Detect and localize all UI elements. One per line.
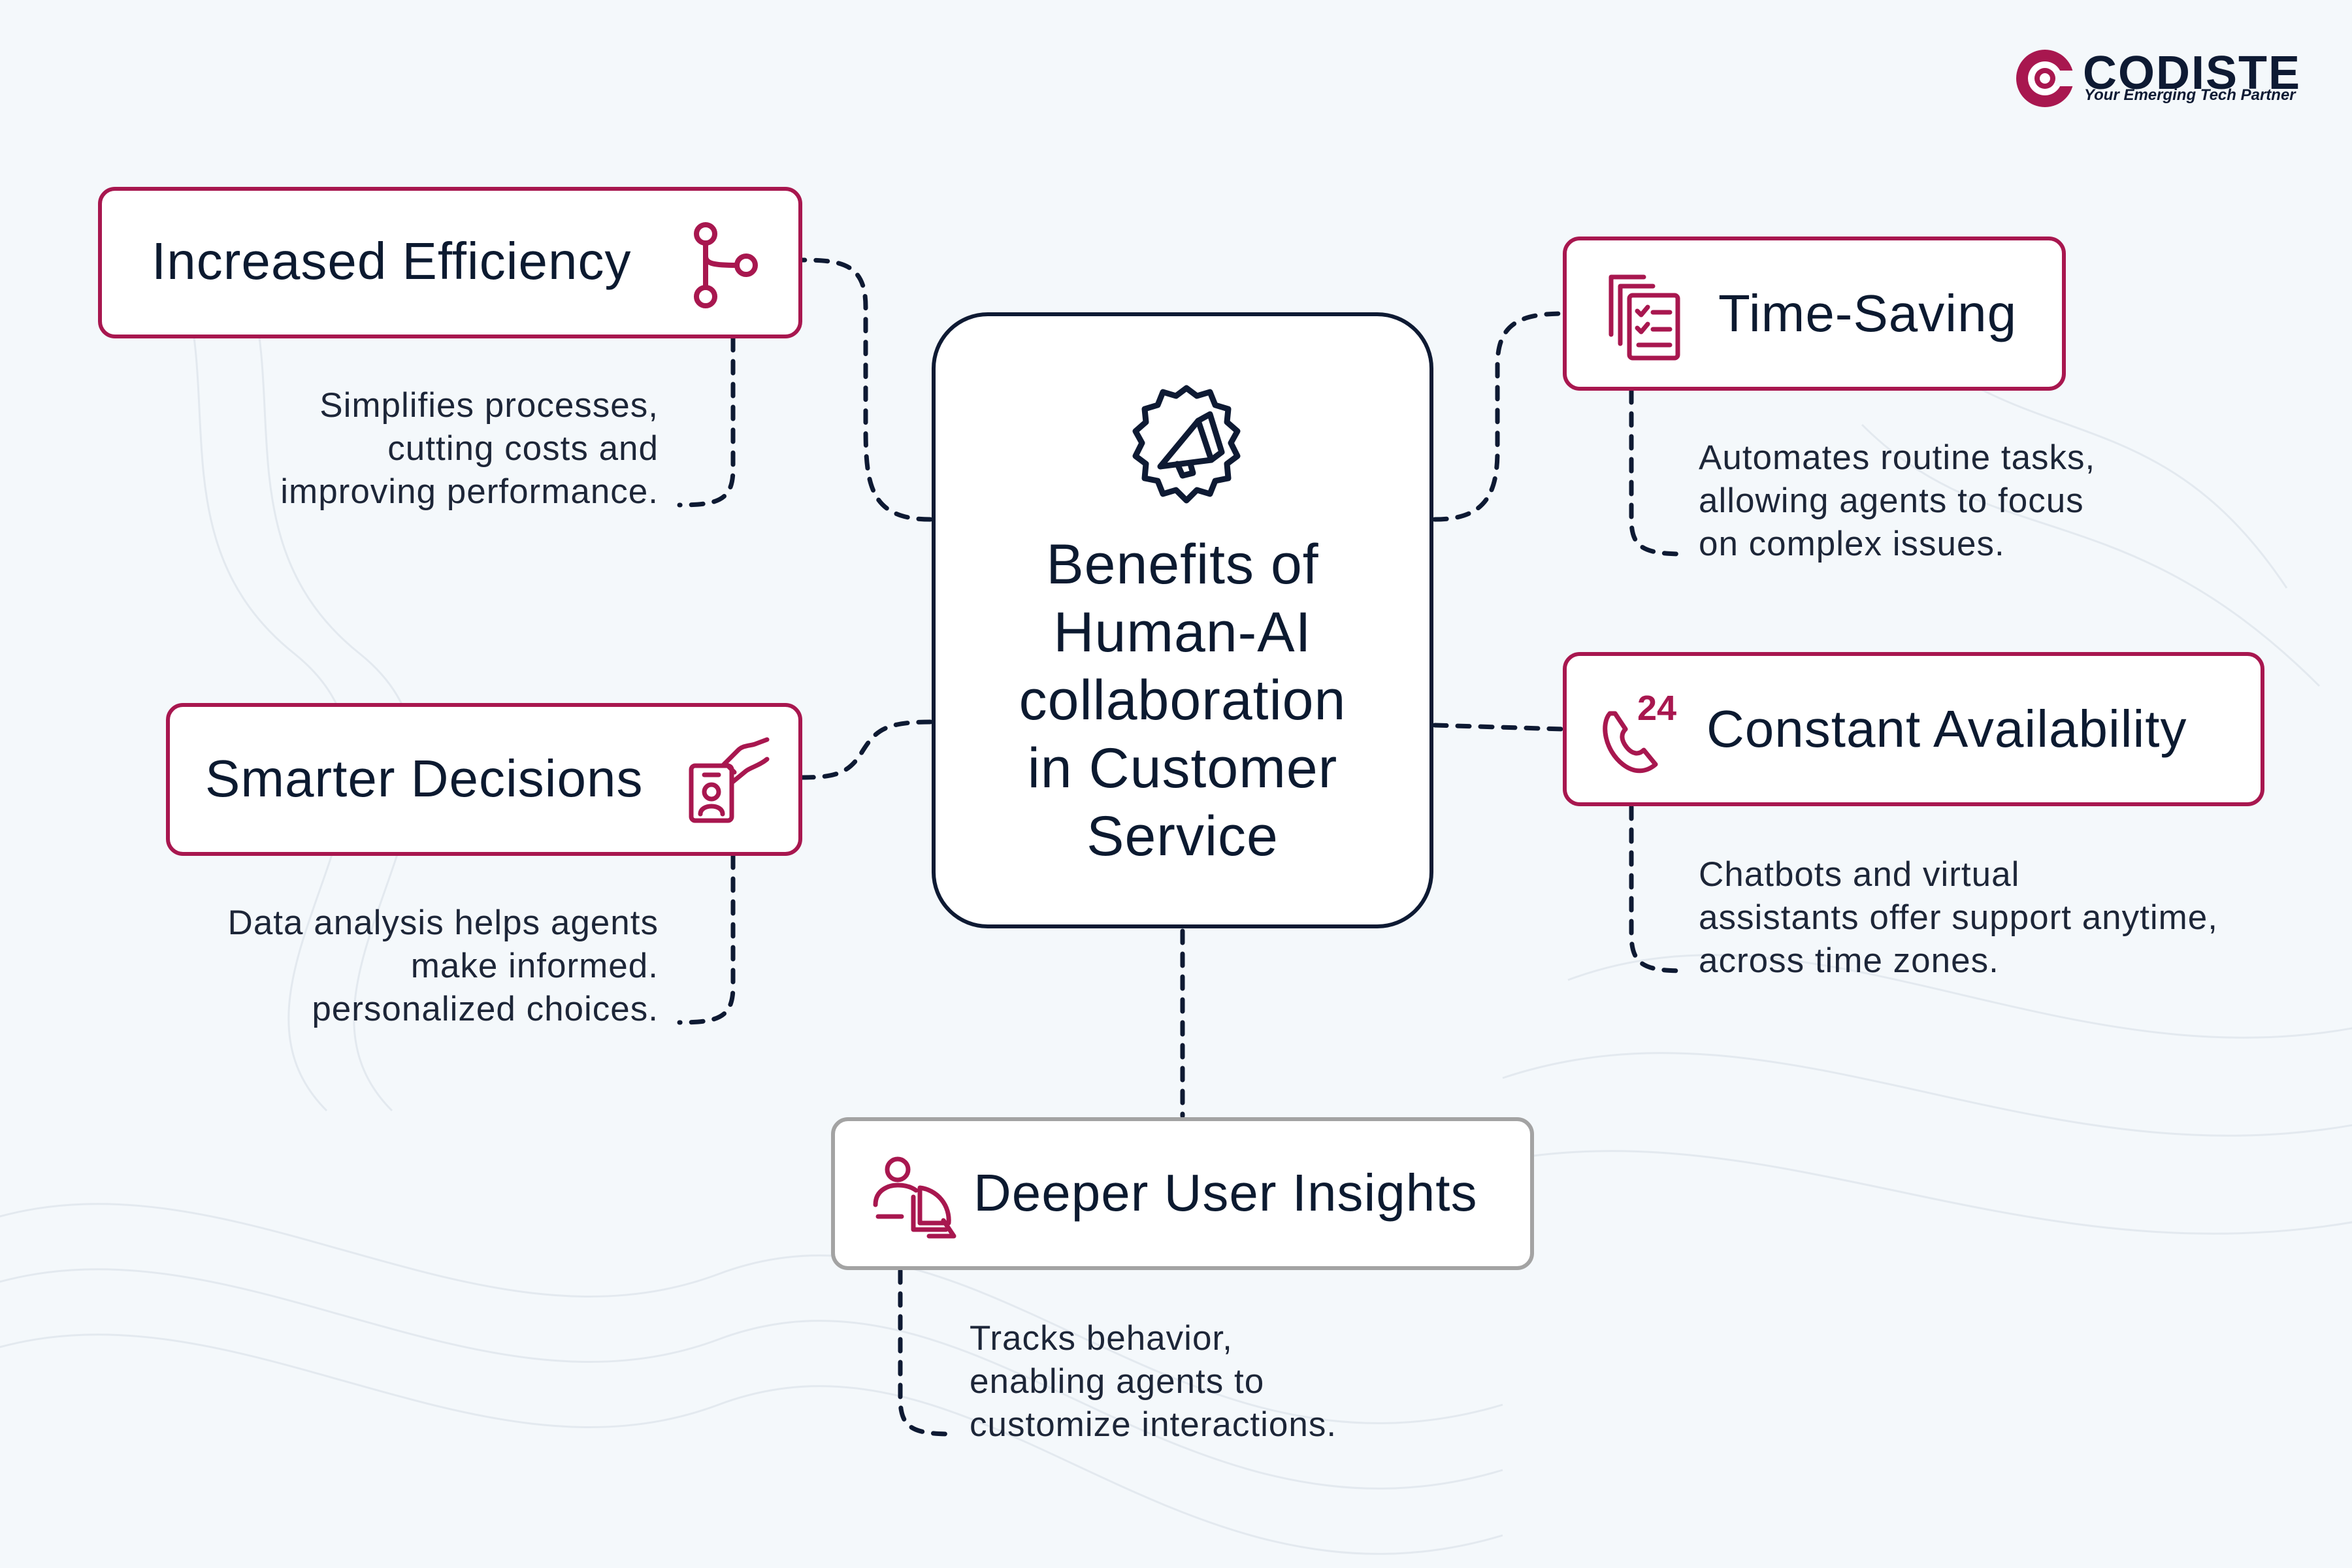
description-line: make informed. — [410, 947, 659, 985]
center-title-line: in Customer — [1027, 737, 1338, 800]
node-constant-availability[interactable]: 24 Constant Availability — [1563, 652, 2264, 806]
description-line: Tracks behavior, — [970, 1319, 1233, 1358]
node-title: Constant Availability — [1707, 700, 2187, 758]
description-constant-availability: Chatbots and virtual assistants offer su… — [1699, 853, 2241, 983]
center-title-line: collaboration — [1019, 669, 1347, 732]
description-line: allowing agents to focus — [1699, 482, 2084, 520]
connector-decisions — [800, 719, 933, 780]
center-title-line: Service — [1086, 805, 1279, 868]
node-increased-efficiency[interactable]: Increased Efficiency — [98, 187, 802, 338]
node-title: Increased Efficiency — [152, 232, 632, 290]
description-line: personalized choices. — [312, 990, 659, 1028]
process-flow-icon — [694, 222, 758, 308]
checklist-documents-icon — [1609, 274, 1680, 361]
codiste-logo-icon — [2016, 50, 2078, 107]
description-line: cutting costs and — [387, 429, 659, 468]
node-title: Smarter Decisions — [205, 749, 644, 808]
connector-time-saving — [1432, 311, 1565, 522]
description-line: Simplifies processes, — [319, 386, 659, 425]
description-line: Data analysis helps agents — [227, 904, 659, 942]
hand-id-card-icon — [689, 737, 770, 823]
connector-availability — [1432, 723, 1565, 732]
user-pie-chart-icon — [873, 1156, 956, 1239]
node-title: Time-Saving — [1718, 284, 2017, 342]
center-card: Benefits of Human-AI collaboration in Cu… — [932, 312, 1433, 928]
node-time-saving[interactable]: Time-Saving — [1563, 237, 2066, 391]
description-line: Automates routine tasks, — [1699, 438, 2096, 477]
logo-brand-name: CODISTE — [2083, 47, 2302, 99]
node-title: Deeper User Insights — [973, 1164, 1478, 1222]
description-line: assistants offer support anytime, — [1699, 898, 2219, 937]
description-line: Chatbots and virtual — [1699, 855, 2020, 894]
bracket-insights — [898, 1268, 956, 1437]
codiste-logo[interactable]: CODISTE Your Emerging Tech Partner — [2012, 46, 2313, 111]
description-line: across time zones. — [1699, 941, 1999, 980]
connector-efficiency — [800, 257, 933, 522]
center-title: Benefits of Human-AI collaboration in Cu… — [936, 531, 1429, 870]
description-deeper-user-insights: Tracks behavior, enabling agents to cust… — [970, 1317, 1427, 1446]
bracket-efficiency — [677, 336, 736, 508]
description-time-saving: Automates routine tasks, allowing agents… — [1699, 436, 2156, 566]
description-smarter-decisions: Data analysis helps agents make informed… — [201, 902, 659, 1031]
svg-text:24: 24 — [1637, 689, 1676, 728]
description-line: customize interactions. — [970, 1405, 1337, 1444]
center-title-line: Benefits of — [1046, 533, 1319, 596]
description-line: on complex issues. — [1699, 525, 2005, 563]
description-line: enabling agents to — [970, 1362, 1265, 1401]
node-smarter-decisions[interactable]: Smarter Decisions — [166, 703, 802, 856]
phone-24-icon: 24 — [1603, 689, 1676, 774]
center-title-line: Human-AI — [1053, 601, 1312, 664]
megaphone-gear-icon — [1132, 385, 1241, 504]
bracket-decisions — [677, 853, 736, 1025]
description-line: improving performance. — [280, 472, 659, 511]
bracket-time-saving — [1629, 388, 1688, 557]
bracket-availability — [1629, 804, 1688, 973]
description-increased-efficiency: Simplifies processes, cutting costs and … — [248, 384, 659, 514]
logo-tagline: Your Emerging Tech Partner — [2084, 86, 2296, 104]
node-deeper-user-insights[interactable]: Deeper User Insights — [831, 1117, 1534, 1270]
